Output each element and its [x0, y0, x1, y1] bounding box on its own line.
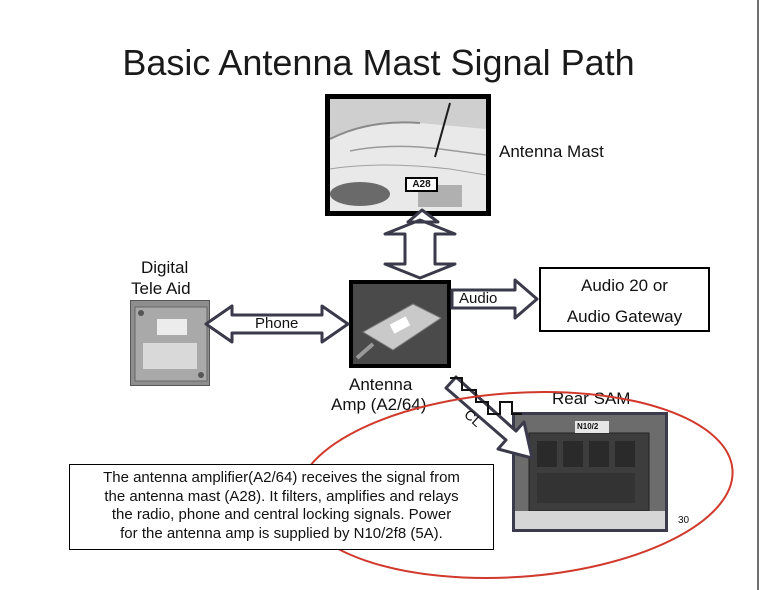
description-line-1: The antenna amplifier(A2/64) receives th…	[103, 469, 460, 486]
audio-box: Audio 20 or Audio Gateway	[539, 267, 710, 332]
antenna-mast-label: Antenna Mast	[499, 142, 604, 161]
antenna-amp-photo	[349, 280, 451, 368]
audio-box-line2: Audio Gateway	[566, 307, 683, 326]
rear-sam-photo: N10/2	[512, 412, 668, 532]
page-number: 30	[678, 515, 690, 526]
slide-title: Basic Antenna Mast Signal Path	[122, 42, 635, 83]
description-line-2: the antenna mast (A28). It filters, ampl…	[104, 487, 459, 505]
audio-arrow	[450, 278, 539, 320]
mast-amp-double-arrow	[383, 208, 457, 280]
a28-tag: A28	[405, 177, 438, 192]
antenna-amp-label-line2: Amp (A2/64)	[331, 395, 427, 414]
tele-aid-photo	[130, 300, 210, 386]
cl-pulse-signal	[450, 377, 522, 415]
n10-2-tag: N10/2	[577, 422, 599, 431]
car-rear-illustration	[330, 99, 486, 211]
tele-aid-label-line2: Tele Aid	[131, 279, 191, 298]
antenna-mast-photo	[325, 94, 491, 216]
description-line-3: the radio, phone and central locking sig…	[111, 506, 452, 523]
antenna-amp-label-line1: Antenna	[349, 375, 413, 394]
description-line-4: for the antenna amp is supplied by N10/2…	[120, 524, 443, 542]
audio-box-line1: Audio 20 or	[581, 276, 668, 295]
rear-sam-label: Rear SAM	[552, 389, 631, 408]
phone-double-arrow	[204, 304, 350, 344]
description-box: The antenna amplifier(A2/64) receives th…	[69, 464, 494, 550]
cl-arrow	[444, 375, 534, 460]
page-edge	[757, 0, 768, 590]
audio-label: Audio	[459, 290, 498, 307]
phone-label: Phone	[255, 315, 299, 332]
tele-aid-label-line1: Digital	[141, 258, 189, 277]
